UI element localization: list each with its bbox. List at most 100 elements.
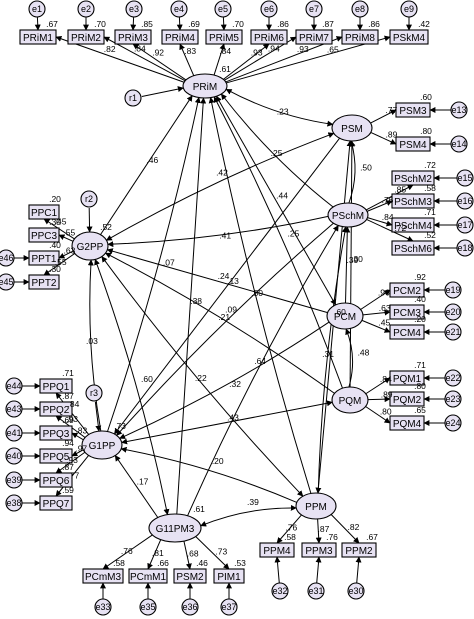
path-coefficient-label: .48 <box>358 347 370 357</box>
error-e5: e5 <box>214 0 232 18</box>
loading-label: .80 <box>380 407 392 417</box>
path-coefficient-label: .32 <box>229 379 241 389</box>
observed-label: PRiM6 <box>254 33 284 44</box>
path-coefficient-label: .25 <box>271 148 283 158</box>
observed-label: PRiM1 <box>23 33 53 44</box>
path-coefficient-label: .39 <box>247 497 259 507</box>
path-coefficient-label: .22 <box>195 373 207 383</box>
item-r2-label: .76 <box>326 532 338 542</box>
error-e31: e31 <box>307 582 325 600</box>
item-r2-label: .70 <box>232 19 244 29</box>
path-arrow <box>141 86 184 98</box>
error-label: e5 <box>218 4 228 14</box>
observed-label: PSchM2 <box>394 174 432 185</box>
item-r2-label: .53 <box>234 558 246 568</box>
path-arrow <box>71 432 84 441</box>
path-arrow <box>176 16 183 31</box>
observed-pcm2: PCM2 <box>389 282 425 298</box>
item-r2-label: .86 <box>368 19 380 29</box>
observed-pschm2: PSchM2 <box>391 170 435 186</box>
error-e33: e33 <box>94 598 112 616</box>
loading-label: .85 <box>394 184 406 194</box>
item-r2-label: .58 <box>113 558 125 568</box>
observed-ppc1: PPC1 <box>28 204 60 220</box>
error-e24: e24 <box>444 414 462 432</box>
latent-g1pp: G1PP <box>81 430 123 460</box>
observed-label: PPQ7 <box>43 499 70 510</box>
observed-label: PPM4 <box>263 546 291 557</box>
observed-prim1: PRiM1 <box>19 29 57 45</box>
loading-label: .93 <box>251 47 263 57</box>
path-coefficient-label: .44 <box>276 191 288 201</box>
path-arrow <box>362 309 391 316</box>
observed-ppm2: PPM2 <box>341 542 377 558</box>
path-arrow <box>132 43 187 81</box>
observed-label: PPQ1 <box>43 382 70 393</box>
error-label: e19 <box>445 285 460 295</box>
loading-label: .76 <box>121 546 133 556</box>
error-e45: e45 <box>0 273 15 291</box>
covariance-arc <box>107 215 329 248</box>
path-arrow <box>365 406 391 424</box>
error-e36: e36 <box>181 598 199 616</box>
error-r1: r1 <box>124 89 142 107</box>
loading-label: .45 <box>378 318 390 328</box>
path-coefficient-label: .64 <box>254 356 266 366</box>
item-r2-label: .67 <box>46 19 58 29</box>
path-coefficient-label: .50 <box>360 162 372 172</box>
path-coefficient-label: .23 <box>277 106 289 116</box>
loading-label: .63 <box>379 303 391 313</box>
path-arrow <box>315 518 322 544</box>
observed-pim1: PIM1 <box>213 568 245 584</box>
observed-pschm3: PSchM3 <box>391 193 435 209</box>
error-label: r2 <box>85 194 93 204</box>
error-label: e39 <box>6 475 21 485</box>
observed-label: PSchM4 <box>394 221 432 232</box>
observed-pcm4: PCM4 <box>389 324 425 340</box>
observed-ppc3: PPC3 <box>28 227 60 243</box>
latent-pqm: PQM <box>331 386 369 414</box>
observed-prim8: PRiM8 <box>341 29 379 45</box>
loading-label: .93 <box>66 455 78 465</box>
observed-label: PRiM3 <box>118 33 148 44</box>
item-r2-label: .72 <box>424 160 436 170</box>
error-e44: e44 <box>5 377 23 395</box>
path-coefficient-label: .30 <box>351 254 363 264</box>
error-e17: e17 <box>456 216 474 234</box>
observed-label: PIM1 <box>217 572 241 583</box>
path-arrow <box>102 534 153 570</box>
item-r2-label: .87 <box>62 391 74 401</box>
latent-label: PPM <box>305 502 327 513</box>
latent-r2-label: .52 <box>100 222 112 232</box>
loading-label: .55 <box>55 257 67 267</box>
observed-label: PRiM8 <box>345 33 375 44</box>
error-e2: e2 <box>77 0 95 18</box>
observed-pschm6: PSchM6 <box>391 240 435 256</box>
item-r2-label: .65 <box>414 405 426 415</box>
covariance-arc <box>200 504 297 527</box>
loading-label: .76 <box>382 195 394 205</box>
observed-pcm3: PCM3 <box>389 304 425 320</box>
loading-label: .82 <box>348 522 360 532</box>
loading-label: .84 <box>219 46 231 56</box>
loading-label: .93 <box>297 44 309 54</box>
path-coefficient-label: .39 <box>347 255 359 265</box>
path-arrow <box>183 541 192 570</box>
observed-label: PQM2 <box>393 395 422 406</box>
path-coefficient-label: .17 <box>137 477 149 487</box>
item-r2-label: .60 <box>420 92 432 102</box>
error-e32: e32 <box>271 582 289 600</box>
item-r2-label: .71 <box>62 368 74 378</box>
covariance-arc <box>116 222 334 436</box>
path-coefficient-label: .07 <box>163 257 175 267</box>
observed-label: PCmM1 <box>130 572 167 583</box>
path-arrow <box>366 200 393 212</box>
path-arrow <box>367 217 393 227</box>
observed-prim3: PRiM3 <box>114 29 152 45</box>
error-label: e46 <box>0 253 14 263</box>
item-r2-label: .52 <box>424 230 436 240</box>
covariance-arc <box>114 455 159 518</box>
labels-layer: .82.67.84.70.92.85.83.69.84.70.93.86.94.… <box>46 19 436 568</box>
item-r2-label: .59 <box>62 485 74 495</box>
